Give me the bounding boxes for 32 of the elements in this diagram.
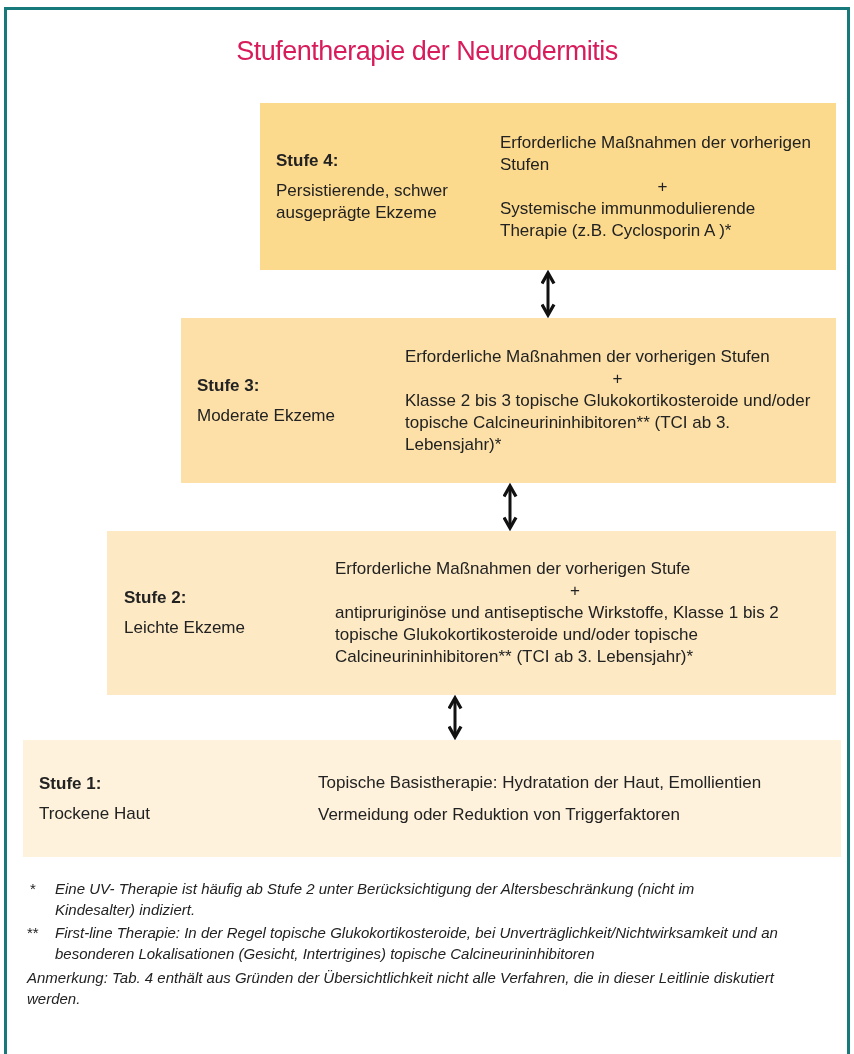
step-heading: Stufe 2: [124, 587, 188, 609]
footnote: First-line Therapie: In der Regel topische Glukokortikosteroide, bei Unverträglichkeit/Nichtwirksamkeit und an besonderen Lokalisationen (Gesicht, Intertrigines) topische Calcineurininhibitoren [55, 923, 779, 964]
step-description: Trockene Haut [39, 802, 151, 825]
therapy-text: Erforderliche Maßnahmen der vorherigen Stufe [335, 558, 691, 580]
step-description: Leichte Ekzeme [124, 617, 246, 639]
therapy-text: Topische Basistherapie: Hydratation der Haut, Emollientien [318, 771, 762, 794]
step-description: Persistierende, schwer ausgeprägte Ekzeme [276, 179, 449, 224]
title: Stufentherapie der Neurodermitis [235, 36, 619, 67]
step-description: Moderate Ekzeme [197, 404, 336, 427]
step-heading: Stufe 1: [39, 772, 103, 795]
therapy-text: Vermeidung oder Reduktion von Triggerfaktoren [318, 803, 680, 826]
double-arrow [447, 696, 463, 739]
step-band [181, 318, 836, 483]
footnote-marker: * [30, 879, 37, 899]
step-band [107, 531, 836, 695]
footnote: Eine UV- Therapie ist häufig ab Stufe 2 unter Berücksichtigung der Altersbeschränkung (nicht im Kindesalter) indiziert. [55, 879, 696, 920]
double-arrow [540, 271, 556, 317]
step-band [23, 740, 841, 857]
step-band [260, 103, 836, 270]
therapy-text: antipruriginöse und antiseptische Wirkstoffe, Klasse 1 bis 2 topische Glukokortikosteroide und/oder topische Calcineurininhibitoren** (TCI ab 3. Lebensjahr)* [335, 602, 780, 668]
step-heading: Stufe 4: [276, 149, 340, 172]
double-arrow [502, 484, 518, 530]
therapy-text: Erforderliche Maßnahmen der vorherigen Stufen [500, 131, 812, 176]
therapy-text: Systemische immunmodulierende Therapie (z.B. Cyclosporin A )* [500, 197, 757, 242]
note: Anmerkung: Tab. 4 enthält aus Gründen der Übersichtlichkeit nicht alle Verfahren, die in dieser Leitlinie diskutiert werden. [27, 968, 776, 1009]
therapy-text: Klasse 2 bis 3 topische Glukokortikosteroide und/oder topische Calcineurininhibitoren** (TCI ab 3. Lebensjahr)* [405, 389, 812, 456]
plus-sign: + [612, 367, 623, 390]
therapy-text: Erforderliche Maßnahmen der vorherigen Stufen [405, 345, 770, 368]
plus-sign: + [570, 580, 580, 602]
plus-sign: + [657, 175, 668, 198]
footnote-marker: ** [27, 923, 40, 943]
step-heading: Stufe 3: [197, 374, 261, 397]
